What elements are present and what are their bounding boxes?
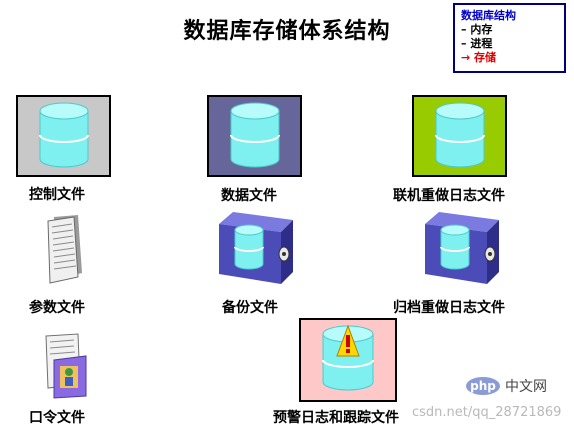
item-label-data-file: 数据文件 — [221, 188, 277, 204]
watermark-url: csdn.net/qq_28721869 — [412, 405, 562, 420]
page-title: 数据库存储体系结构 — [183, 19, 391, 44]
cylinder-icon — [39, 102, 89, 168]
alert-trace-frame — [299, 318, 397, 402]
nav-heading: 数据库结构 — [461, 9, 516, 22]
item-label-online-redo-log: 联机重做日志文件 — [393, 188, 505, 204]
online-redo-log-frame — [412, 95, 507, 177]
nav-item-process: – 进程 — [461, 37, 493, 50]
document-icon — [47, 215, 82, 284]
item-label-password-file: 口令文件 — [29, 410, 85, 426]
password-document-icon — [45, 333, 87, 399]
cylinder-warning-icon — [322, 324, 374, 391]
safe-cylinder-icon — [425, 212, 499, 284]
nav-item-storage: → 存储 — [461, 51, 497, 64]
data-file-frame — [207, 95, 302, 177]
item-label-control-file: 控制文件 — [29, 187, 85, 203]
cylinder-icon — [435, 102, 485, 168]
item-label-archived-redo-log: 归档重做日志文件 — [393, 300, 505, 316]
nav-item-memory: – 内存 — [461, 23, 493, 36]
watermark-brand-text: 中文网 — [505, 379, 547, 395]
item-label-backup-file: 备份文件 — [222, 300, 278, 316]
control-file-frame — [16, 95, 111, 177]
item-label-alert-trace-file: 预警日志和跟踪文件 — [273, 410, 399, 426]
watermark-logo: php — [466, 377, 500, 395]
item-label-parameter-file: 参数文件 — [29, 300, 85, 316]
structure-nav-box: 数据库结构 – 内存 – 进程 → 存储 — [453, 3, 566, 73]
cylinder-icon — [230, 102, 280, 168]
safe-cylinder-icon — [219, 212, 293, 284]
